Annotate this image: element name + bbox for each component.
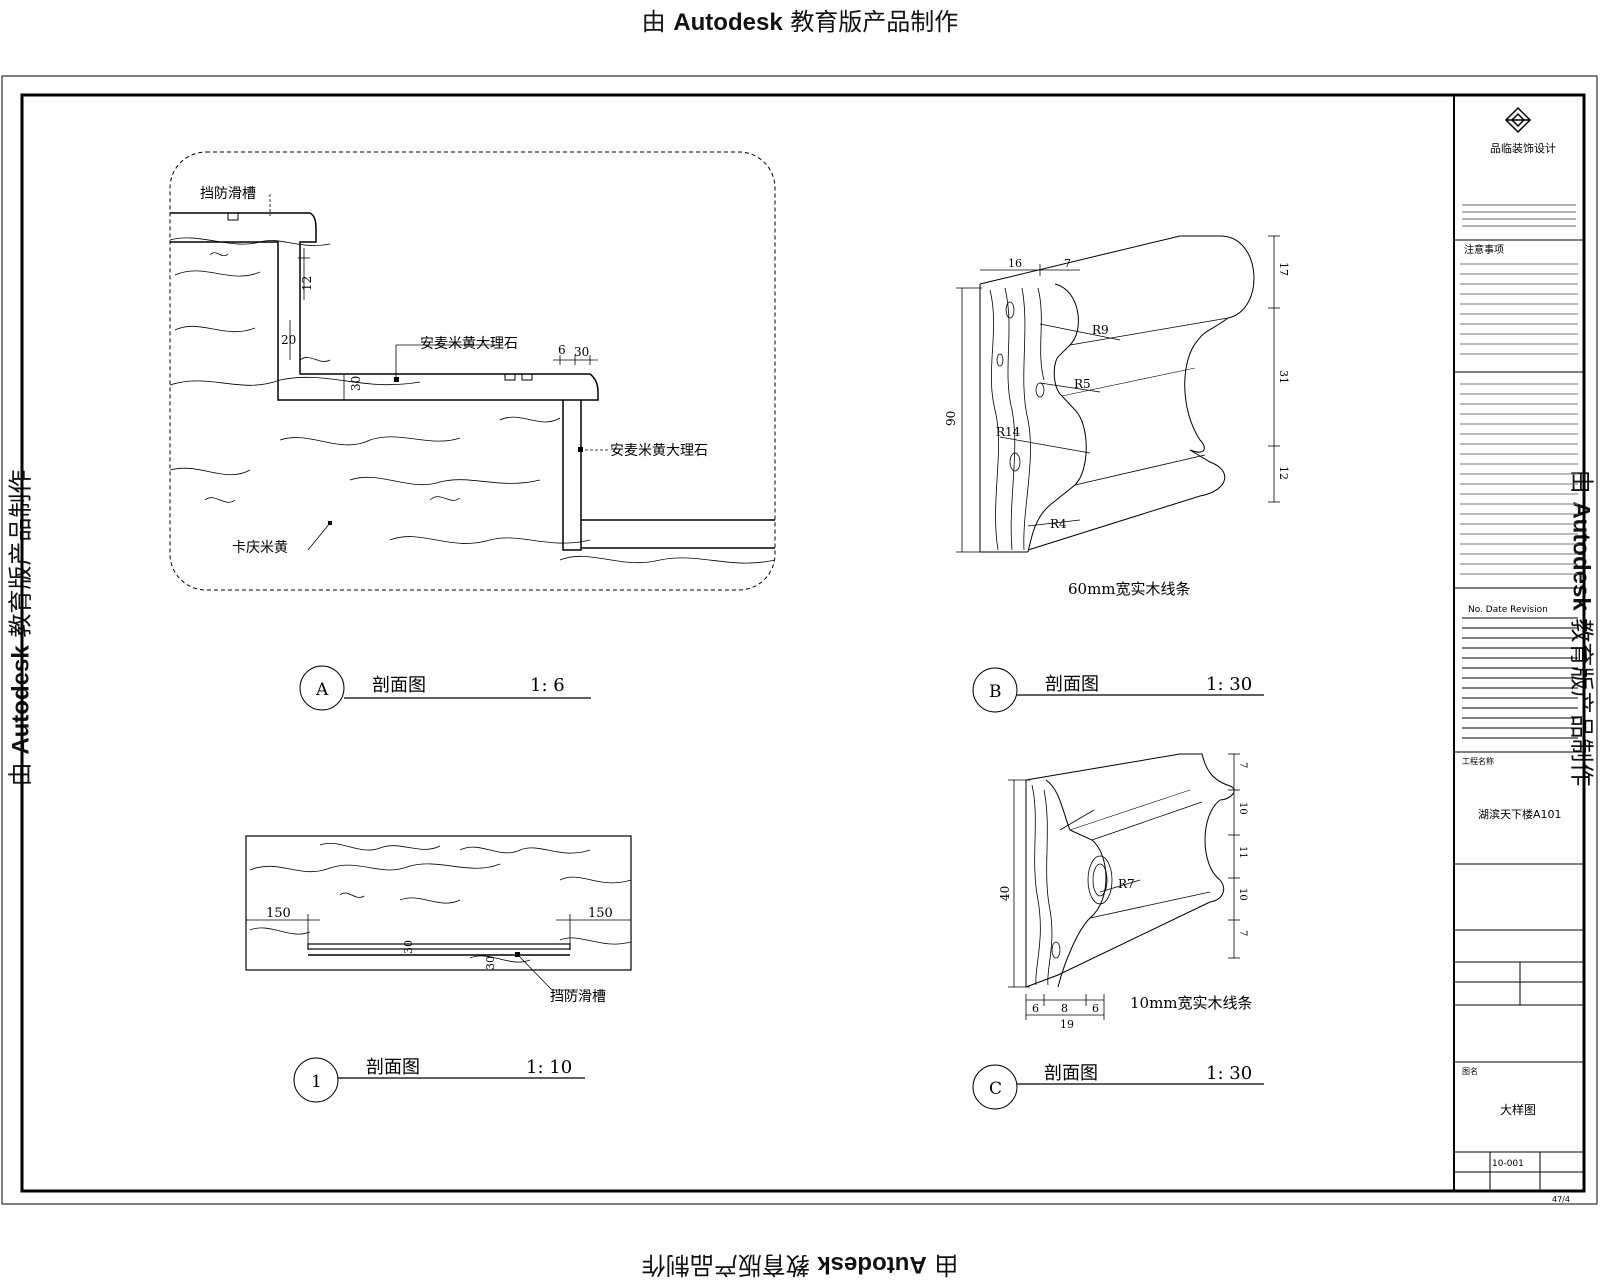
section-b-flow-line-2 — [1075, 455, 1205, 485]
section-b-r9: R9 — [1092, 323, 1109, 337]
section-b-dim-16: 16 — [1008, 257, 1022, 270]
section-a-boundary — [170, 152, 775, 590]
drawing-number: 10-001 — [1492, 1159, 1524, 1169]
section-a-scale: 1: 6 — [530, 675, 565, 696]
section-b-r4: R4 — [1050, 517, 1067, 531]
section-c-tag: C — [989, 1079, 1002, 1099]
section-b-dim-17: 17 — [1277, 262, 1290, 276]
section-b-dim-7: 7 — [1064, 257, 1071, 270]
section-c-r7: R7 — [1118, 877, 1135, 891]
section-1-dim-150-left: 150 — [266, 906, 291, 921]
section-c-dim-10a: 10 — [1237, 802, 1248, 815]
section-c-scale: 1: 30 — [1206, 1063, 1252, 1084]
section-b-dim-90: 90 — [944, 411, 958, 426]
section-b-tag: B — [989, 682, 1002, 702]
section-a-detail: 挡防滑槽 安麦米黄大理石 安麦米黄大理石 卡庆米黄 12 20 30 6 30 — [170, 152, 775, 590]
section-a-title-text: 剖面图 — [372, 675, 426, 696]
section-c-profile-curve — [1205, 800, 1224, 902]
section-a-side-slab — [563, 400, 581, 550]
section-c-dim-11: 11 — [1237, 846, 1248, 859]
section-b-annotations: 16 7 90 17 31 12 R9 R5 R14 R4 60mm宽实木线条 — [944, 257, 1290, 598]
section-b-wood-grain — [990, 288, 1044, 550]
section-1-slab — [246, 836, 631, 970]
section-b-detail — [956, 236, 1280, 552]
section-a-dim-30: 30 — [349, 376, 363, 391]
section-a-dim-6: 6 — [558, 343, 566, 357]
drawing-label: 图名 — [1462, 1066, 1478, 1076]
title-block — [1454, 240, 1584, 1191]
section-c-flow-1 — [1092, 802, 1202, 840]
section-a-top-ledge — [170, 213, 598, 400]
revision-header: No. Date Revision — [1468, 605, 1548, 615]
section-c-dim-10b: 10 — [1237, 888, 1248, 901]
section-c-dim-7b: 7 — [1237, 930, 1248, 936]
section-c-annotations: 40 6 8 6 19 7 10 11 10 7 R7 10mm宽实木线条 — [998, 762, 1253, 1031]
section-1-title-text: 剖面图 — [366, 1057, 420, 1078]
section-b-front-face — [980, 284, 1028, 552]
section-a-label-bottom: 卡庆米黄 — [232, 539, 288, 556]
section-a-dim-20: 20 — [281, 333, 296, 347]
section-a-bottom-slab — [581, 520, 775, 548]
section-c-profile-bottom — [1026, 902, 1210, 987]
section-b-dim-12: 12 — [1277, 466, 1290, 480]
section-1-label: 挡防滑槽 — [550, 988, 606, 1005]
section-c-dim-19: 19 — [1060, 1018, 1074, 1031]
notes-text-lines — [1460, 264, 1578, 574]
section-b-dimensions — [956, 236, 1280, 552]
section-b-profile-curve — [1185, 318, 1228, 452]
section-b-caption: 60mm宽实木线条 — [1068, 580, 1191, 598]
section-a-dim-12: 12 — [300, 276, 314, 291]
section-b-r5: R5 — [1074, 377, 1091, 391]
section-1-dim-30b: 30 — [484, 956, 497, 970]
drawing-name: 大样图 — [1500, 1102, 1536, 1117]
company-logo — [1506, 108, 1530, 132]
section-a-title: A 剖面图 1: 6 — [300, 666, 591, 710]
section-a-tag: A — [315, 680, 329, 700]
project-name: 湖滨天下楼A101 — [1478, 807, 1562, 821]
title-block-fine-lines — [1462, 205, 1576, 226]
section-c-caption: 10mm宽实木线条 — [1130, 994, 1253, 1012]
notes-title: 注意事项 — [1464, 243, 1504, 256]
section-c-flow-3 — [1070, 790, 1190, 830]
section-1-dim-150-right: 150 — [588, 906, 613, 921]
company-name: 品临装饰设计 — [1490, 141, 1556, 155]
section-a-label-stone-side: 安麦米黄大理石 — [610, 442, 708, 459]
section-c-dim-8: 8 — [1061, 1002, 1068, 1015]
section-a-label-groove: 挡防滑槽 — [200, 185, 256, 202]
outer-border — [2, 76, 1597, 1204]
section-b-title-text: 剖面图 — [1045, 674, 1099, 695]
section-b-dim-31: 31 — [1277, 370, 1290, 384]
section-b-front-profile — [1028, 284, 1086, 552]
section-c-flow-2 — [1090, 892, 1210, 918]
section-c-dim-6b: 6 — [1092, 1002, 1099, 1015]
revision-table-lines — [1462, 618, 1578, 738]
section-1-dim-30a: 30 — [402, 940, 415, 954]
section-c-dim-6a: 6 — [1032, 1002, 1039, 1015]
section-b-scale: 1: 30 — [1206, 674, 1252, 695]
section-b-profile-bottom — [1028, 450, 1225, 550]
section-a-label-stone-top: 安麦米黄大理石 — [420, 335, 518, 352]
section-c-dim-7a: 7 — [1237, 762, 1248, 768]
section-b-r14: R14 — [996, 425, 1021, 439]
section-1-detail: 150 150 30 30 挡防滑槽 — [246, 836, 631, 1005]
section-1-groove-bar — [308, 944, 570, 949]
section-b-profile-top — [980, 236, 1254, 318]
sheet-footer: 47/4 — [1552, 1195, 1570, 1204]
section-1-title: 1 剖面图 1: 10 — [294, 1057, 585, 1102]
section-a-groove — [228, 213, 238, 220]
section-a-groove-2 — [505, 374, 532, 380]
section-c-dim-40: 40 — [998, 886, 1012, 901]
section-a-dim-30b: 30 — [574, 345, 589, 359]
section-c-title: C 剖面图 1: 30 — [973, 1063, 1264, 1109]
section-1-scale: 1: 10 — [526, 1057, 572, 1078]
section-1-tag: 1 — [311, 1072, 322, 1092]
section-c-title-text: 剖面图 — [1044, 1063, 1098, 1084]
inner-border — [22, 95, 1584, 1191]
project-label: 工程名称 — [1462, 756, 1494, 766]
section-b-title: B 剖面图 1: 30 — [973, 668, 1264, 712]
